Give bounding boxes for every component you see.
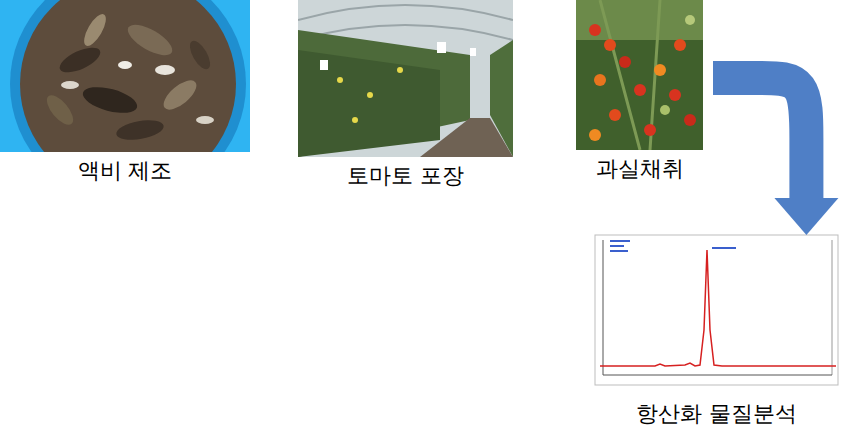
arrow-head: [774, 198, 838, 235]
panel-caption: 액비 제조: [0, 158, 250, 184]
panel-caption: 과실채취: [576, 156, 703, 182]
panel-caption: 토마토 포장: [298, 163, 513, 189]
fertilizer-photo: [0, 0, 250, 152]
photo-panel: 항산화 물질분석: [595, 235, 838, 431]
arrow-band: [713, 78, 806, 199]
flow-arrow: [713, 78, 838, 235]
photo-panel: 토마토 포장: [298, 0, 513, 193]
panel-caption: 항산화 물질분석: [595, 401, 838, 427]
photo-panel: 액비 제조: [0, 0, 250, 188]
greenhouse-photo: [298, 0, 513, 157]
tomato-photo: [576, 0, 703, 150]
chromatogram: [595, 235, 838, 385]
photo-panel: 과실채취: [576, 0, 703, 186]
